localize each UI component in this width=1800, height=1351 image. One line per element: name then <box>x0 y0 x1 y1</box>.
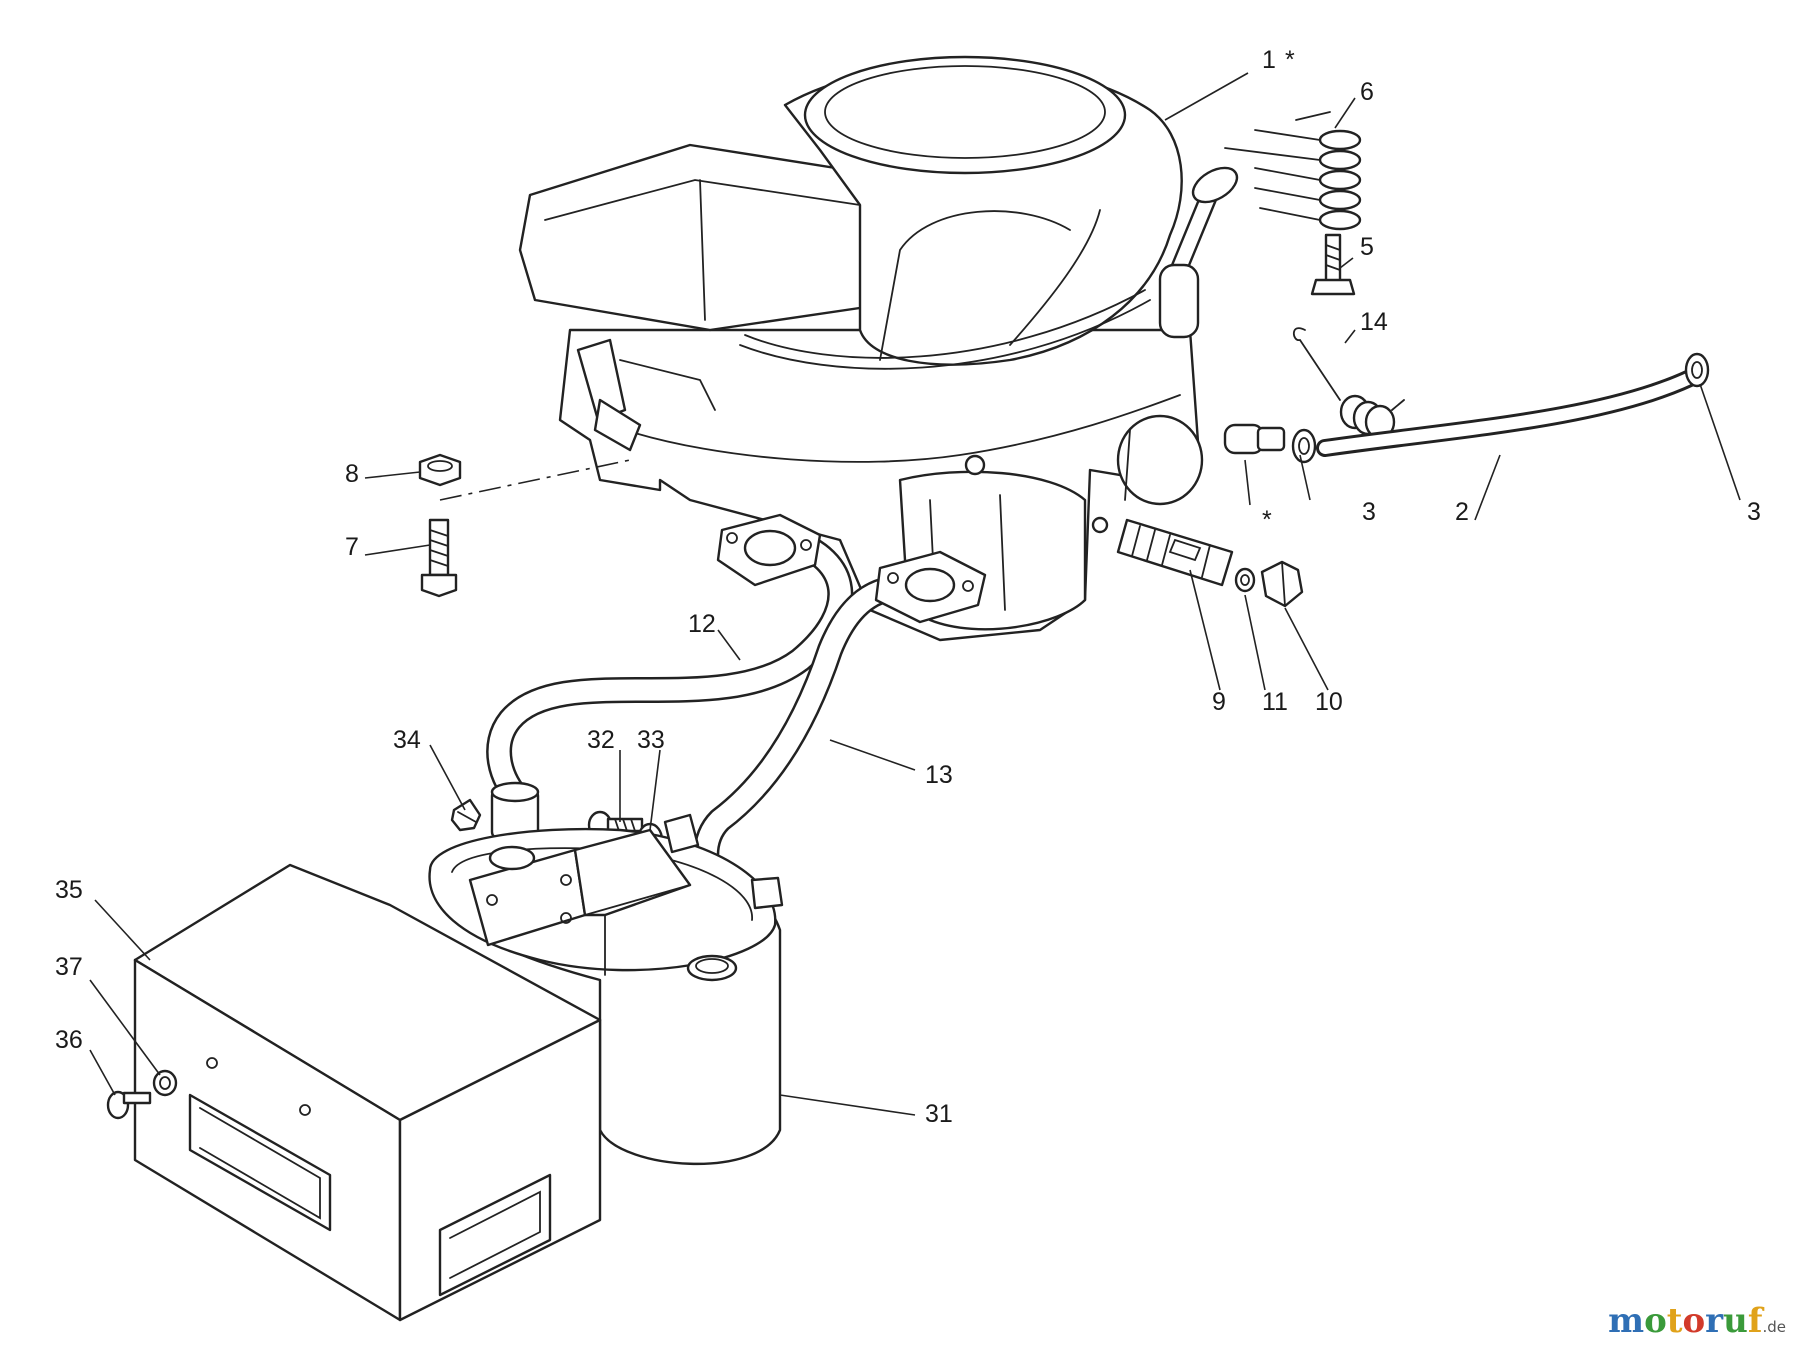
callout-36: 36 <box>55 1026 83 1054</box>
callout-8: 8 <box>345 460 359 488</box>
callout-13: 13 <box>925 761 953 789</box>
spring-part-14 <box>1292 327 1405 440</box>
callout-1: 1 <box>1262 46 1276 74</box>
callout-10: 10 <box>1315 688 1343 716</box>
washer-part-11 <box>1234 567 1256 593</box>
watermark-letter: u <box>1723 1301 1748 1341</box>
callout-3-right: 3 <box>1747 498 1761 526</box>
mounting-axis-line <box>439 459 631 501</box>
callout-14: 14 <box>1360 308 1388 336</box>
callout-32: 32 <box>587 726 615 754</box>
nut-part-8 <box>418 453 462 487</box>
watermark-suffix: .de <box>1762 1318 1786 1336</box>
callout-1-star: * <box>1285 46 1295 74</box>
watermark-letter: o <box>1682 1301 1706 1341</box>
callout-12: 12 <box>688 610 716 638</box>
watermark-letter: f <box>1747 1301 1763 1341</box>
watermark-logo: motoruf.de <box>1608 1301 1786 1341</box>
callout-9: 9 <box>1212 688 1226 716</box>
screw-part-36 <box>106 1090 152 1120</box>
watermark-letter: m <box>1608 1301 1645 1341</box>
callout-33: 33 <box>637 726 665 754</box>
callout-34: 34 <box>393 726 421 754</box>
clip-part-34 <box>450 798 482 832</box>
watermark-letter: r <box>1705 1301 1724 1341</box>
drain-pipe-part-9 <box>1116 518 1234 587</box>
callout-11: 11 <box>1262 688 1288 716</box>
callout-labels: 1 * 2 3 3 5 6 7 8 9 10 11 12 13 14 * 31 … <box>55 46 1761 1128</box>
engine-assembly <box>518 55 1286 642</box>
fuel-hose-part-2 <box>1316 369 1699 457</box>
callout-6: 6 <box>1360 78 1374 106</box>
callout-star: * <box>1262 506 1272 534</box>
wire-harness-washers <box>1224 111 1362 231</box>
callout-3-left: 3 <box>1362 498 1376 526</box>
callout-7: 7 <box>345 533 359 561</box>
exhaust-pipe-part-13 <box>690 550 987 932</box>
callout-35: 35 <box>55 876 83 904</box>
bolt-part-5 <box>1310 233 1356 296</box>
watermark-letter: t <box>1666 1301 1683 1341</box>
bolt-part-7 <box>420 518 458 598</box>
callout-37: 37 <box>55 953 83 981</box>
callout-5: 5 <box>1360 233 1374 261</box>
leader-lines <box>89 72 1741 1116</box>
exhaust-pipe-part-12 <box>486 513 854 840</box>
heat-shield-part-35 <box>133 863 602 1322</box>
callout-31: 31 <box>925 1100 953 1128</box>
hose-clamp-part-3-right <box>1684 352 1710 388</box>
washer-part-37 <box>152 1069 178 1097</box>
muffler-part-31 <box>428 813 784 1165</box>
watermark-letter: o <box>1644 1301 1667 1341</box>
hose-clamp-part-3-left <box>1291 428 1317 464</box>
callout-2: 2 <box>1455 498 1469 526</box>
cap-nut-part-10 <box>1260 560 1304 608</box>
